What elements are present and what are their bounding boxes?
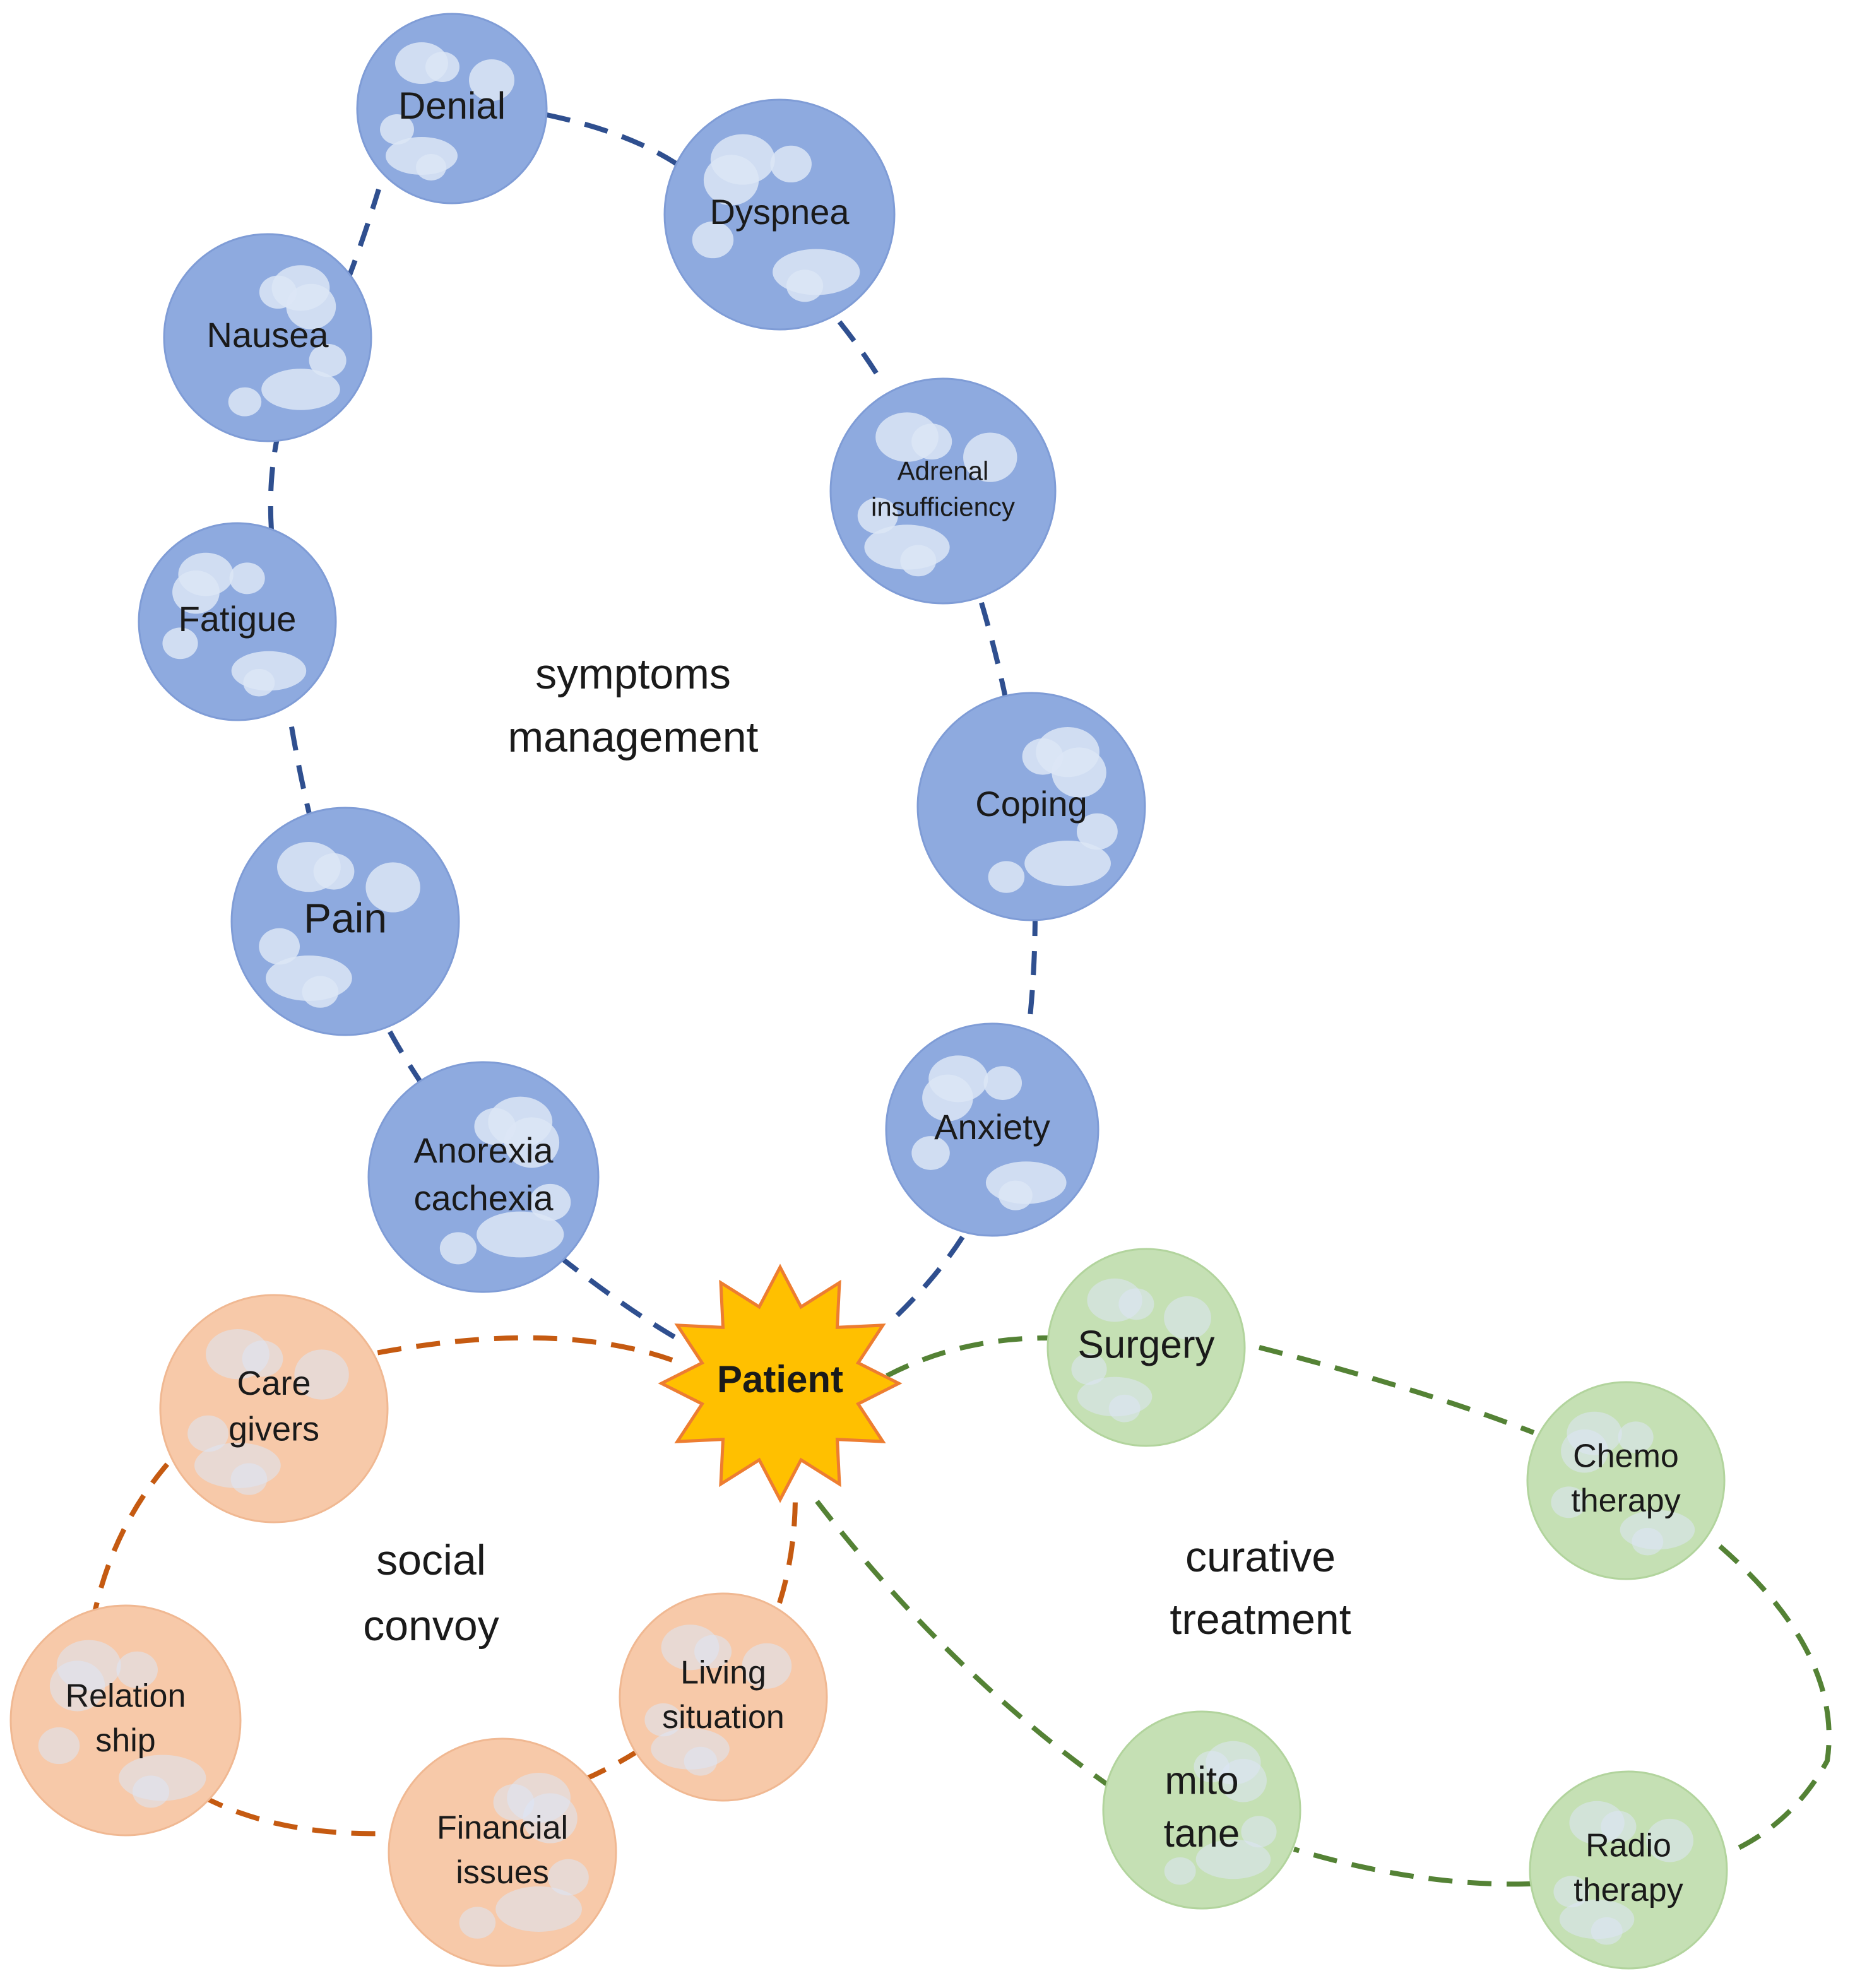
connection-lines bbox=[92, 112, 1832, 1887]
dyspnea-node: Dyspnea bbox=[663, 98, 896, 331]
nausea-node: Nausea bbox=[163, 233, 372, 442]
financial-issues-label: Financial bbox=[437, 1810, 568, 1847]
anorexia-cachexia-label: Anorexia bbox=[413, 1130, 554, 1170]
coping-label: Coping bbox=[975, 784, 1087, 824]
anorexia-cachexia-node: Anorexia cachexia bbox=[367, 1061, 600, 1293]
chemotherapy-node: Chemo therapy bbox=[1526, 1381, 1726, 1580]
anorexia-cachexia-label: cachexia bbox=[413, 1178, 554, 1218]
adrenal-insufficiency-label: insufficiency bbox=[871, 492, 1015, 521]
living-situation-label: situation bbox=[662, 1699, 785, 1736]
pain-label: Pain bbox=[304, 894, 387, 941]
care-givers-label: givers bbox=[228, 1411, 319, 1448]
anxiety-label: Anxiety bbox=[934, 1107, 1050, 1147]
curative-treatment-label: curative bbox=[1185, 1533, 1336, 1581]
anorexia-cachexia-circle bbox=[367, 1061, 600, 1293]
fatigue-label: Fatigue bbox=[179, 599, 297, 639]
living-situation-circle bbox=[619, 1592, 828, 1802]
radiotherapy-label: therapy bbox=[1573, 1872, 1683, 1908]
pain-node: Pain bbox=[230, 807, 460, 1036]
living-situation-label: Living bbox=[680, 1655, 766, 1691]
care-givers-circle bbox=[159, 1294, 389, 1524]
adrenal-insufficiency-node: Adrenal insufficiency bbox=[829, 377, 1057, 605]
surgery-label: Surgery bbox=[1077, 1323, 1214, 1366]
mitotane-circle bbox=[1102, 1710, 1301, 1910]
denial-node: Denial bbox=[356, 13, 548, 204]
fatigue-node: Fatigue bbox=[138, 522, 337, 721]
dyspnea-label: Dyspnea bbox=[709, 192, 850, 232]
patient-label: Patient bbox=[717, 1358, 843, 1400]
living-situation-node: Living situation bbox=[619, 1592, 828, 1802]
financial-issues-label: issues bbox=[456, 1854, 548, 1891]
financial-issues-circle bbox=[388, 1737, 617, 1967]
chemotherapy-label: Chemo bbox=[1573, 1438, 1679, 1475]
care-givers-label: Care bbox=[237, 1364, 311, 1402]
social-convoy-label-line2: convoy bbox=[363, 1602, 499, 1650]
relationship-label: ship bbox=[95, 1722, 155, 1759]
surgery-node: Surgery bbox=[1046, 1248, 1246, 1447]
group-labels: symptoms management social convoy curati… bbox=[363, 650, 1351, 1650]
radiotherapy-label: Radio bbox=[1585, 1828, 1671, 1864]
relationship-node: Relation ship bbox=[9, 1604, 242, 1837]
adrenal-insufficiency-circle bbox=[829, 377, 1057, 605]
curative-loop-line bbox=[805, 1335, 1832, 1887]
relationship-circle bbox=[9, 1604, 242, 1837]
patient-node: Patient bbox=[658, 1263, 903, 1503]
radiotherapy-node: Radio therapy bbox=[1529, 1770, 1728, 1970]
relationship-label: Relation bbox=[66, 1678, 186, 1715]
curative-treatment-label-line2: treatment bbox=[1170, 1595, 1351, 1643]
symptoms-management-label: symptoms bbox=[535, 650, 731, 698]
anxiety-node: Anxiety bbox=[885, 1022, 1099, 1237]
nausea-label: Nausea bbox=[206, 315, 329, 355]
social-convoy-label: social bbox=[376, 1536, 486, 1584]
adrenal-insufficiency-label: Adrenal bbox=[898, 456, 989, 486]
mitotane-node: mito tane bbox=[1102, 1710, 1301, 1910]
financial-issues-node: Financial issues bbox=[388, 1737, 617, 1967]
denial-label: Denial bbox=[398, 85, 506, 127]
chemotherapy-label: therapy bbox=[1571, 1482, 1680, 1519]
chemotherapy-circle bbox=[1526, 1381, 1726, 1580]
symptoms-loop-line bbox=[268, 112, 1038, 1344]
patient-star-shape bbox=[658, 1263, 903, 1503]
social-loop-line bbox=[92, 1335, 798, 1837]
care-givers-node: Care givers bbox=[159, 1294, 389, 1524]
symptoms-management-label-line2: management bbox=[508, 713, 759, 761]
coping-node: Coping bbox=[916, 692, 1146, 921]
radiotherapy-circle bbox=[1529, 1770, 1728, 1970]
mitotane-label: tane bbox=[1164, 1812, 1240, 1855]
mitotane-label: mito bbox=[1165, 1760, 1238, 1803]
